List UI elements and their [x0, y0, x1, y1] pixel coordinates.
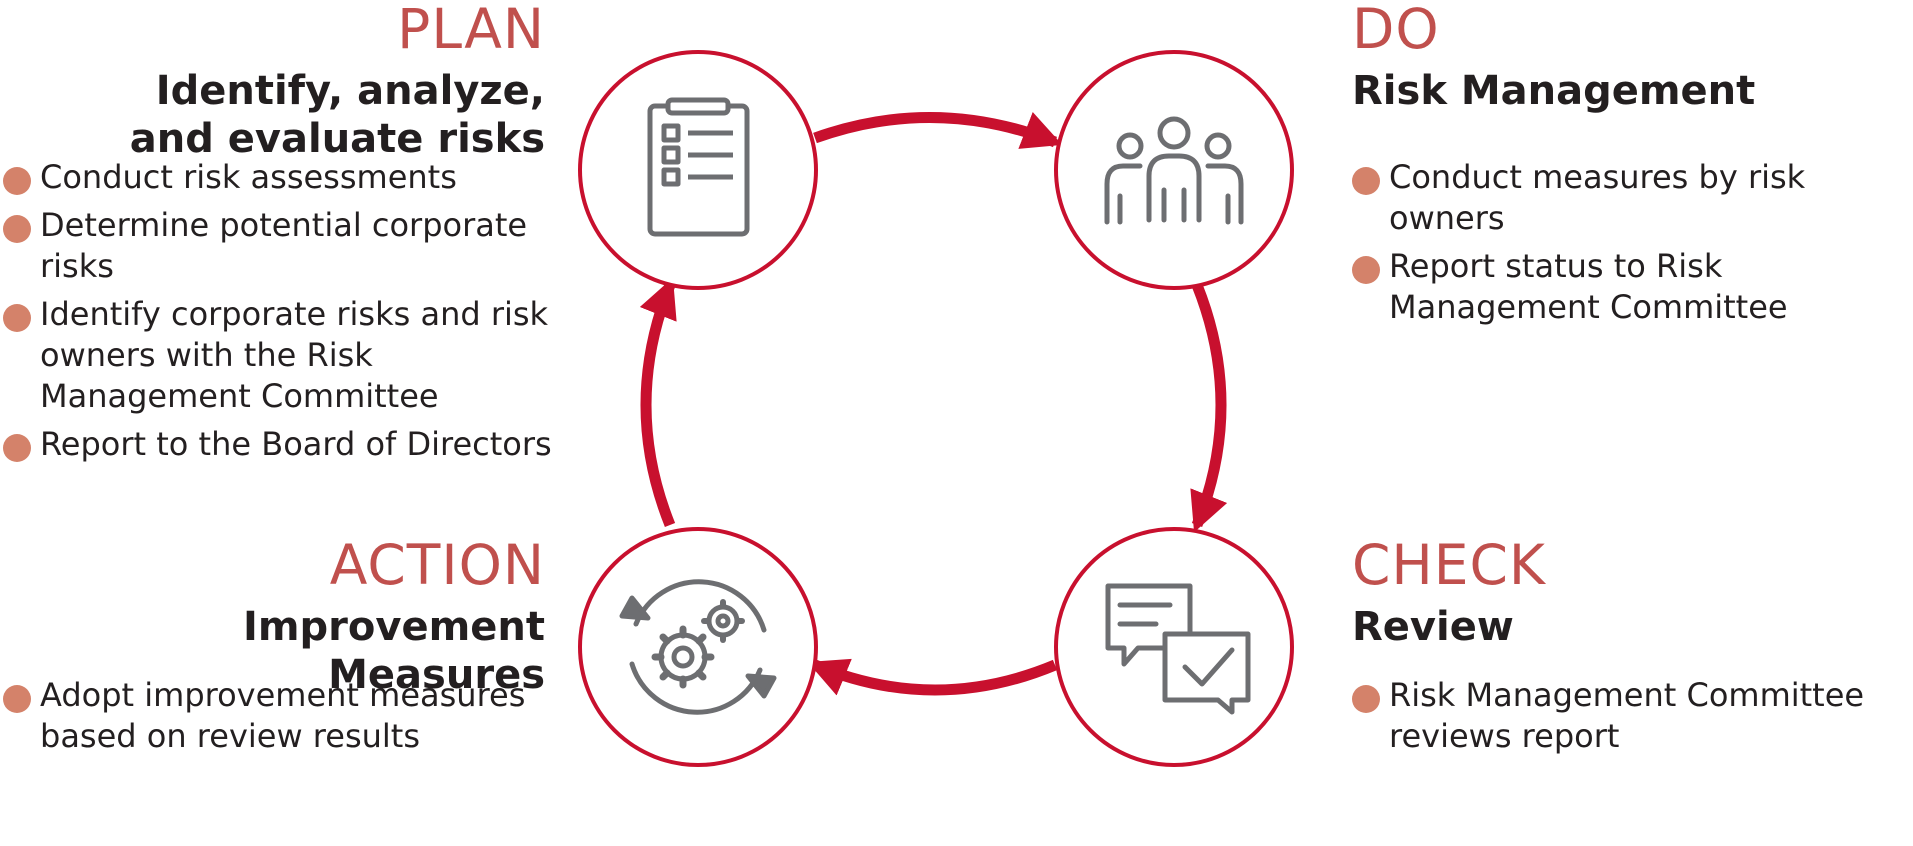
bullet-dot: [1352, 256, 1380, 284]
list-item: Adopt improvement measures based on revi…: [3, 675, 548, 757]
list-item: Risk Management Committee reviews report: [1352, 675, 1872, 757]
chat-review-checkmark-icon: [1105, 583, 1251, 715]
do-heading-block: DO Risk Management: [1352, 2, 1892, 115]
arrow-action-to-plan: [639, 277, 677, 528]
action-heading-block: ACTION Improvement Measures: [20, 538, 545, 699]
do-bullet-list: Conduct measures by risk owners Report s…: [1352, 157, 1912, 335]
arrow-check-to-action: [807, 658, 1058, 696]
plan-subtitle-line2: and evaluate risks: [129, 116, 545, 162]
bullet-dot: [1352, 685, 1380, 713]
plan-phase-label: PLAN: [397, 0, 545, 61]
check-bullet-list: Risk Management Committee reviews report: [1352, 675, 1872, 764]
bullet-dot: [3, 304, 31, 332]
plan-circle: [578, 50, 818, 290]
action-bullet-list: Adopt improvement measures based on revi…: [3, 675, 548, 764]
gears-refresh-icon: [619, 579, 777, 715]
do-subtitle: Risk Management: [1352, 68, 1756, 114]
clipboard-checklist-icon: [647, 97, 750, 237]
bullet-dot: [3, 434, 31, 462]
check-subtitle: Review: [1352, 604, 1514, 650]
arrow-plan-to-do: [813, 112, 1063, 149]
bullet-dot: [1352, 167, 1380, 195]
arrow-do-to-check: [1190, 282, 1228, 533]
bullet-dot: [3, 215, 31, 243]
check-heading-block: CHECK Review: [1352, 538, 1892, 651]
plan-heading-block: PLAN Identify, analyze, and evaluate ris…: [40, 2, 545, 163]
list-item: Conduct risk assessments: [3, 157, 573, 198]
action-circle: [578, 527, 818, 767]
list-item: Identify corporate risks and risk owners…: [3, 294, 573, 417]
check-phase-label: CHECK: [1352, 533, 1546, 597]
list-item: Determine potential corporate risks: [3, 205, 573, 287]
plan-bullet-list: Conduct risk assessments Determine poten…: [3, 157, 573, 472]
bullet-dot: [3, 167, 31, 195]
list-item: Report to the Board of Directors: [3, 424, 573, 465]
team-people-icon: [1104, 116, 1244, 225]
action-phase-label: ACTION: [329, 533, 545, 597]
bullet-dot: [3, 685, 31, 713]
do-circle: [1054, 50, 1294, 290]
plan-subtitle-line1: Identify, analyze,: [155, 68, 545, 114]
do-phase-label: DO: [1352, 0, 1440, 61]
list-item: Report status to Risk Management Committ…: [1352, 246, 1912, 328]
action-subtitle: Improvement Measures: [242, 604, 545, 698]
list-item: Conduct measures by risk owners: [1352, 157, 1912, 239]
